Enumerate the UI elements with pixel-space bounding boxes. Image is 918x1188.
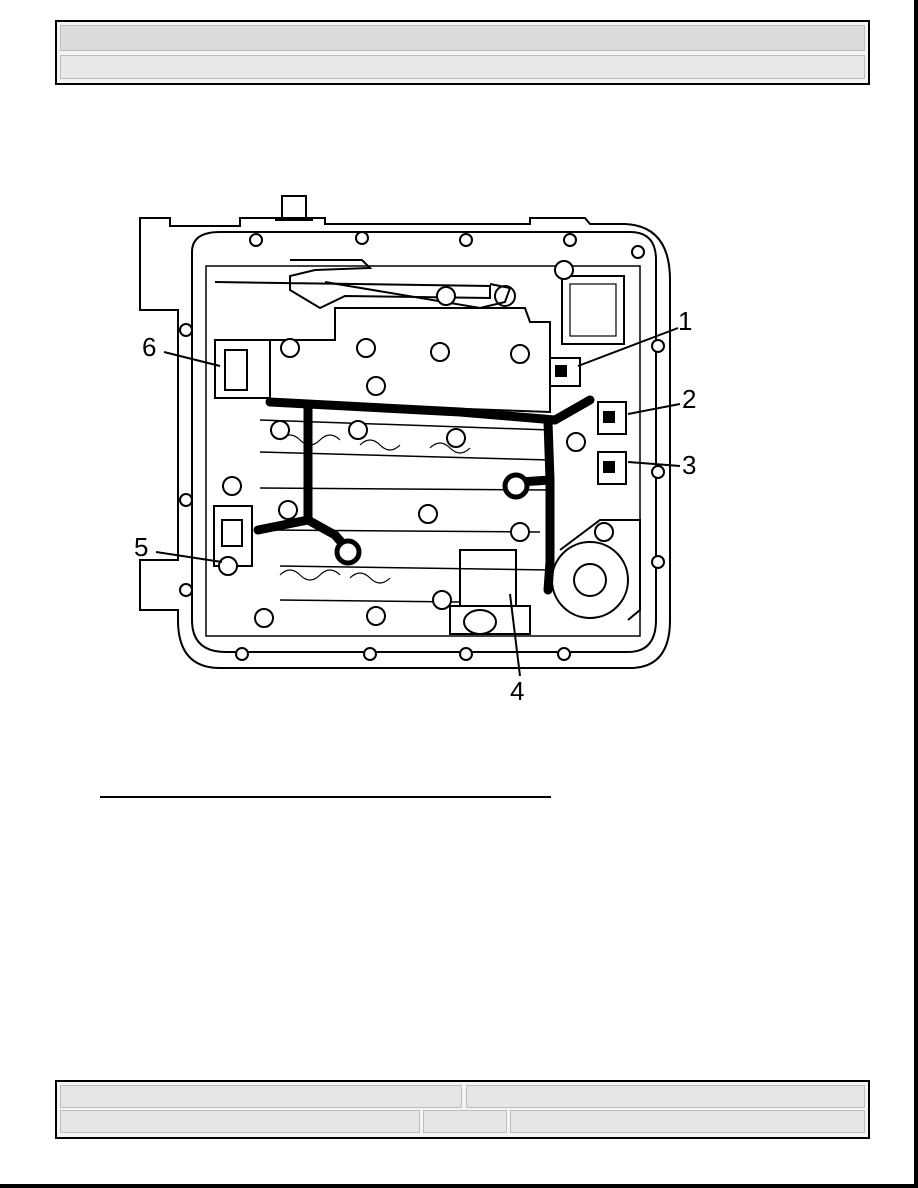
right-upper-component xyxy=(561,275,625,345)
footer-bottom-right xyxy=(510,1110,865,1133)
footer-bottom-left xyxy=(60,1110,420,1133)
upper-valve-block xyxy=(269,307,551,414)
footer-top-left xyxy=(60,1085,462,1108)
callout-4: 4 xyxy=(510,676,525,706)
header-box xyxy=(55,20,870,85)
header-subtitle-row xyxy=(60,55,865,79)
callout-1: 1 xyxy=(678,306,693,336)
callout-2: 2 xyxy=(682,384,697,414)
solenoid-3 xyxy=(597,451,627,485)
wiring-harness xyxy=(253,395,595,595)
solenoid-1 xyxy=(549,357,581,387)
leader-lines xyxy=(155,327,681,677)
solenoid-2 xyxy=(597,401,627,435)
pan-gasket-line xyxy=(191,231,657,653)
callout-5: 5 xyxy=(134,532,149,562)
solenoid-4 xyxy=(459,549,517,607)
footer-top-right xyxy=(466,1085,865,1108)
inner-cavity xyxy=(205,265,641,637)
footer-bottom-middle xyxy=(423,1110,507,1133)
footer-box xyxy=(55,1080,870,1139)
left-connector xyxy=(213,505,253,567)
callout-3: 3 xyxy=(682,450,697,480)
valve-body-illustration: 1 2 3 4 5 6 xyxy=(130,190,710,710)
housing-outline xyxy=(139,217,671,669)
valve-body-drawing xyxy=(139,195,681,677)
detent-lever xyxy=(551,541,629,619)
separator-rule xyxy=(100,796,551,798)
top-fitting xyxy=(281,195,307,221)
callout-6: 6 xyxy=(142,332,157,362)
bolts xyxy=(179,231,665,661)
header-title-row xyxy=(60,25,865,51)
